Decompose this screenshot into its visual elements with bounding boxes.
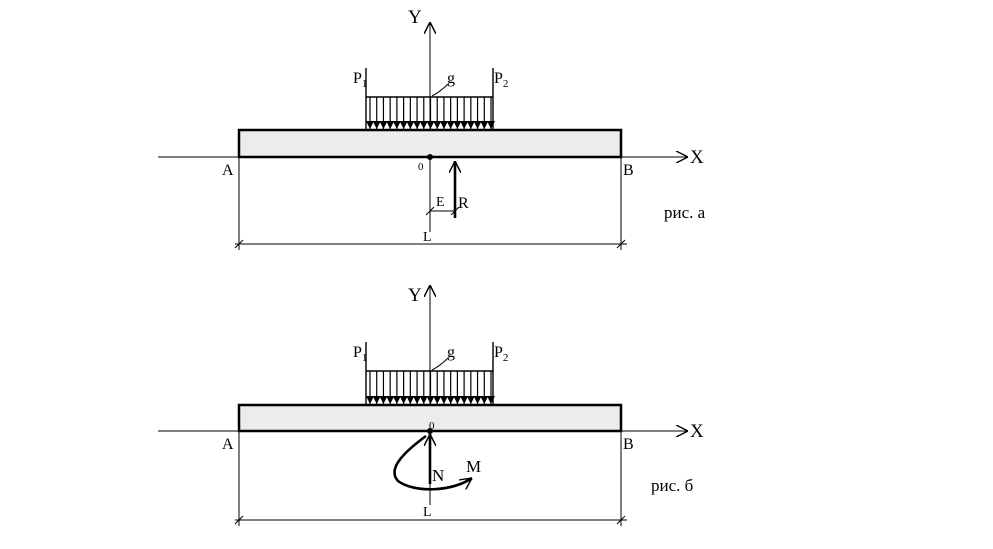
point-a-label: A	[222, 436, 234, 453]
load-g-leader	[431, 83, 449, 97]
origin-label: 0	[429, 420, 435, 432]
caption-a: рис. а	[664, 203, 706, 222]
moment-m-label: M	[466, 457, 481, 476]
caption-b: рис. б	[651, 476, 693, 495]
beam	[237, 128, 623, 159]
x-axis-label: X	[690, 421, 704, 442]
load-arrows	[366, 371, 495, 404]
y-axis-label: Y	[408, 285, 422, 306]
load-p2-label: P2	[494, 70, 508, 90]
force-n-label: N	[432, 466, 444, 485]
moment-m-arc	[393, 434, 472, 491]
origin-point	[427, 154, 433, 160]
dim-l-tick-left	[234, 515, 244, 525]
dim-e-tick-right	[450, 206, 460, 216]
load-g-label: g	[447, 344, 455, 361]
point-a-label: A	[222, 162, 234, 179]
load-p1-label: P1	[353, 70, 367, 90]
y-axis-label: Y	[408, 7, 422, 28]
point-b-label: B	[623, 436, 634, 453]
origin-label: 0	[418, 161, 424, 173]
origin-point	[427, 428, 433, 434]
figure-a: Y X P1 P2 g A B 0 R E L рис. а	[158, 7, 706, 250]
point-b-label: B	[623, 162, 634, 179]
load-p2-label: P2	[494, 344, 508, 364]
load-arrows	[366, 97, 495, 129]
load-g-label: g	[447, 70, 455, 87]
reaction-r-label: R	[458, 195, 469, 212]
load-p1-label: P1	[353, 344, 367, 364]
dim-l-tick-left	[234, 239, 244, 249]
dim-e-label: E	[436, 195, 445, 210]
dim-l-tick-right	[616, 239, 626, 249]
load-g-leader	[431, 357, 449, 371]
dim-l-tick-right	[616, 515, 626, 525]
dim-e-tick-left	[425, 206, 435, 216]
x-axis-label: X	[690, 147, 704, 168]
dim-l-label: L	[423, 230, 432, 245]
figure-b: Y X P1 P2 g A B 0 N M L рис. б	[158, 285, 704, 526]
dim-l-label: L	[423, 505, 432, 520]
